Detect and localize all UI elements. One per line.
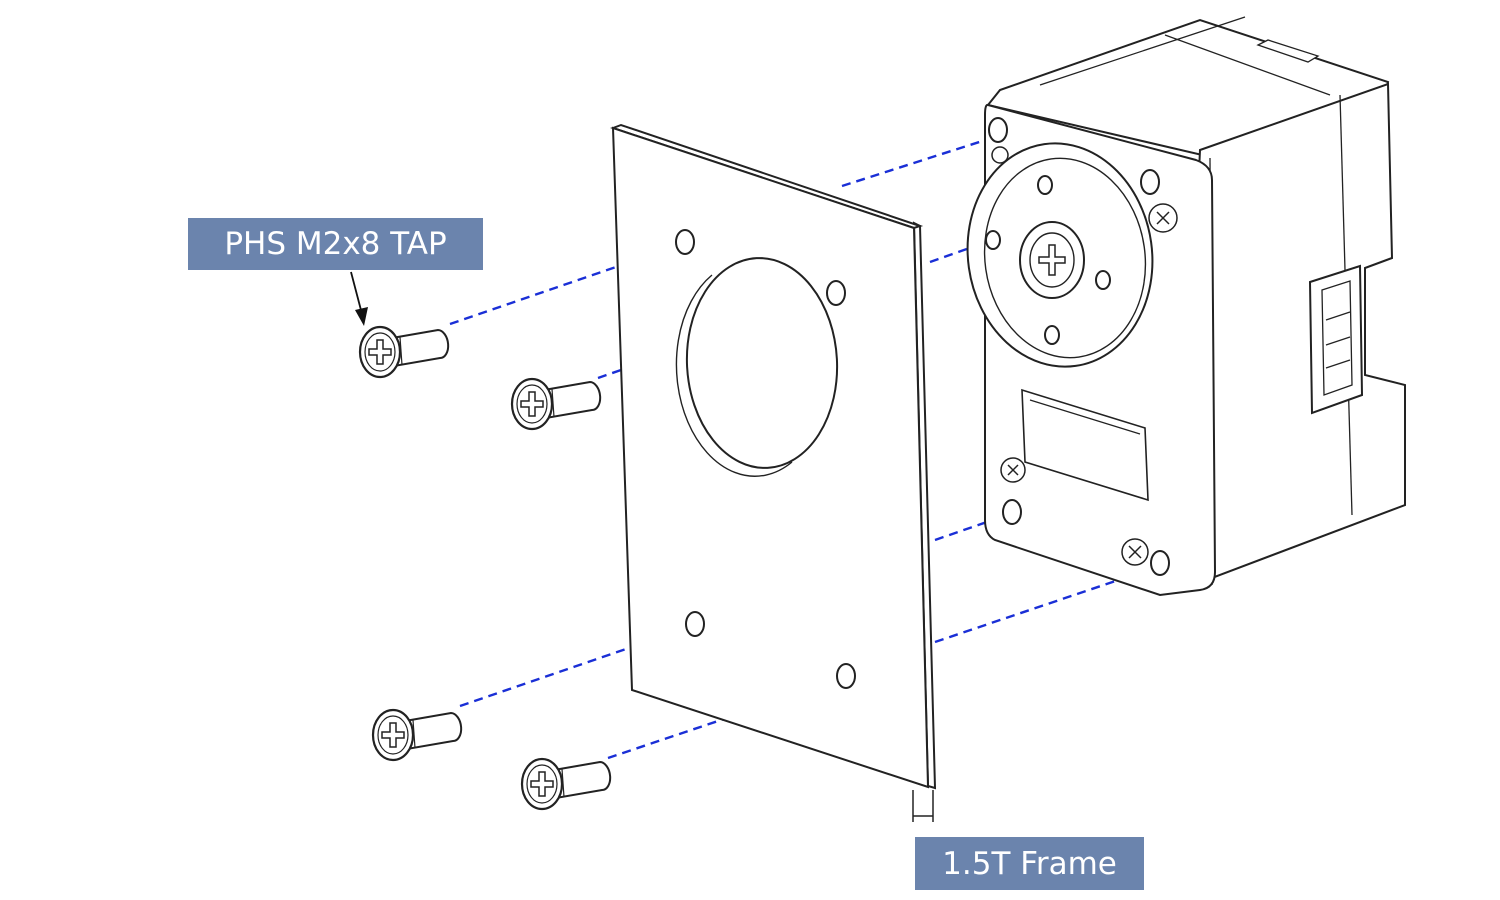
plate-hole-1 — [675, 229, 695, 255]
screw-icon-1 — [358, 325, 450, 379]
plate-hole-2 — [826, 280, 846, 306]
motor-hole-3 — [1002, 499, 1022, 525]
label-background-screw — [188, 218, 483, 270]
guide-line-3 — [459, 624, 694, 708]
screw-spec-label: PHS M2x8 TAP — [224, 226, 447, 262]
motor-hole-4 — [1150, 550, 1170, 576]
guide-line-5 — [841, 134, 999, 188]
guide-line-1 — [449, 242, 684, 326]
plate-hole-3 — [685, 611, 705, 637]
screw-icon-3 — [371, 708, 463, 762]
screw-icon-4 — [520, 757, 612, 811]
label-background-frame — [915, 837, 1144, 890]
plate-hole-4 — [836, 663, 856, 689]
motor-hole-1 — [988, 117, 1008, 143]
horn-hole-2 — [985, 230, 1001, 250]
horn-hole-3 — [1095, 270, 1111, 290]
motor-hole-2 — [1140, 169, 1160, 195]
label-pointer-arrow — [350, 271, 368, 326]
horn-hole-1 — [1037, 175, 1053, 195]
servo-motor — [966, 16, 1406, 597]
screw-icon-2 — [510, 377, 602, 431]
mounting-plate — [609, 123, 937, 822]
frame-thickness-label: 1.5T Frame — [942, 845, 1117, 882]
horn-hole-4 — [1044, 325, 1060, 345]
